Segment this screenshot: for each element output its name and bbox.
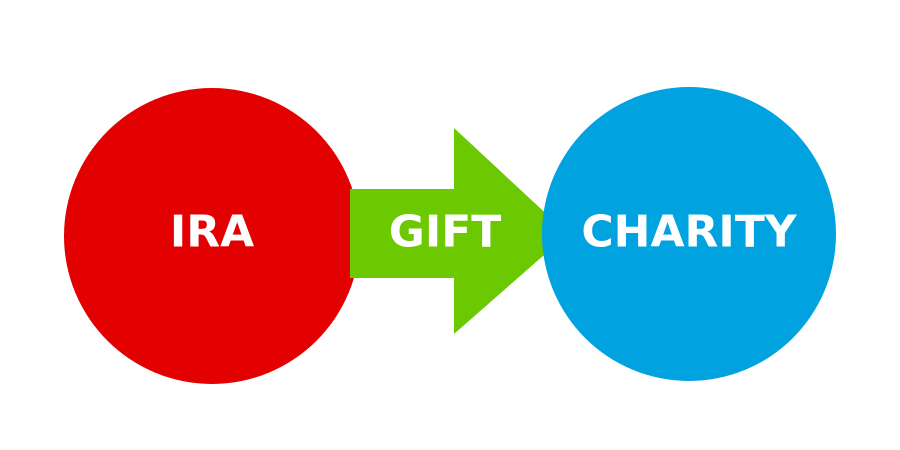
gift-arrow [350,128,568,334]
ira-label: IRA [170,207,254,258]
charity-circle [542,87,836,381]
charity-label: CHARITY [581,207,797,258]
gift-label: GIFT [389,207,502,258]
ira-circle [64,88,360,384]
